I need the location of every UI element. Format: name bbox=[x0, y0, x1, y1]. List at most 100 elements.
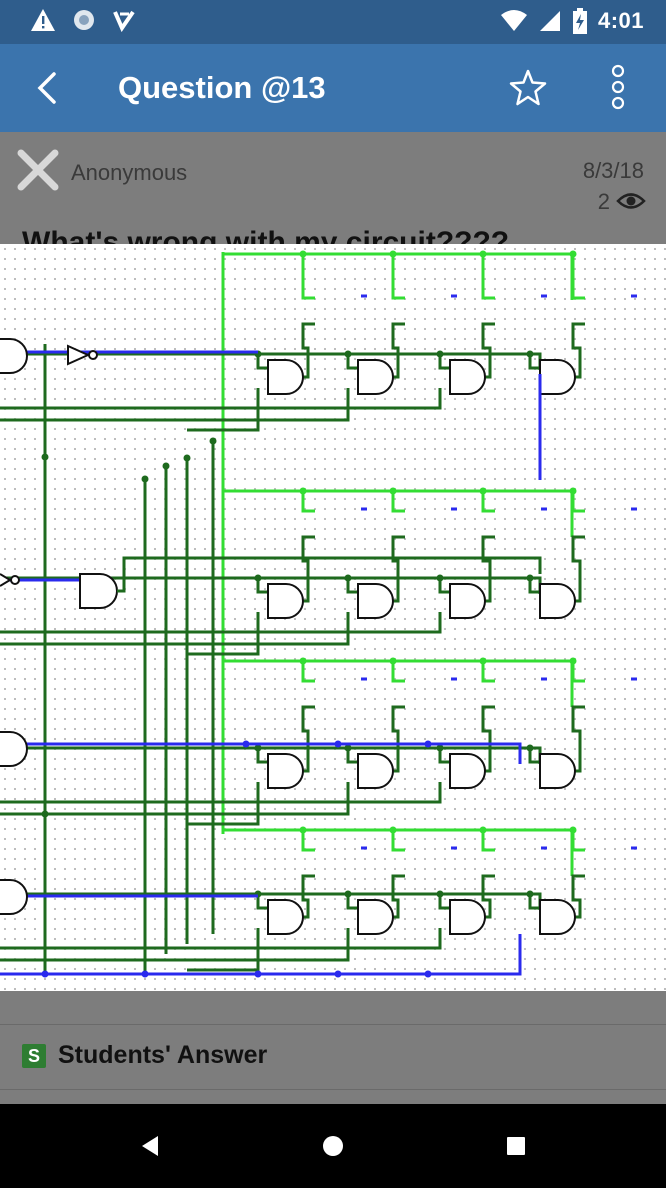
clock-wire bbox=[571, 491, 585, 513]
clock-wire bbox=[223, 659, 574, 707]
wire-junction bbox=[41, 810, 49, 818]
wire-junction bbox=[436, 744, 444, 752]
warning-icon bbox=[31, 9, 55, 31]
clock-wire bbox=[391, 491, 405, 513]
wire-junction bbox=[299, 250, 307, 258]
data-wire bbox=[571, 874, 585, 919]
wire-junction bbox=[526, 744, 534, 752]
data-wire bbox=[0, 928, 350, 962]
wifi-icon bbox=[500, 10, 527, 31]
wire-junction bbox=[389, 826, 397, 834]
wire-junction bbox=[162, 462, 170, 470]
data-wire bbox=[481, 535, 495, 603]
data-wire bbox=[391, 322, 405, 379]
wire-junction bbox=[436, 350, 444, 358]
wire-junction bbox=[344, 744, 352, 752]
circuit-image-viewer[interactable] bbox=[0, 244, 666, 991]
clock-wire bbox=[301, 254, 315, 300]
clock-wire bbox=[301, 661, 315, 683]
wire-junction bbox=[209, 437, 217, 445]
status-system-icons: 4:01 bbox=[500, 8, 644, 34]
data-wire bbox=[0, 388, 350, 422]
wire-junction bbox=[254, 970, 262, 978]
author-name: Anonymous bbox=[71, 160, 188, 185]
wire-junction bbox=[41, 453, 49, 461]
data-wire bbox=[0, 612, 442, 634]
and-gate bbox=[357, 583, 394, 619]
clock-wire bbox=[391, 830, 405, 852]
data-wire bbox=[438, 894, 450, 910]
wire-junction bbox=[436, 890, 444, 898]
not-gate-bubble bbox=[88, 350, 98, 360]
students-answer-section[interactable]: S Students' Answer bbox=[0, 1024, 666, 1090]
post-header: Anonymous 8/3/18 2 What's wrong with my … bbox=[0, 132, 666, 259]
data-wire bbox=[346, 748, 358, 764]
and-gate bbox=[449, 753, 486, 789]
wire-junction bbox=[344, 350, 352, 358]
and-gate bbox=[357, 753, 394, 789]
data-wire bbox=[528, 578, 540, 594]
wire-junction bbox=[299, 826, 307, 834]
data-wire bbox=[0, 928, 442, 950]
clock-wire bbox=[481, 830, 495, 852]
wire-junction bbox=[479, 657, 487, 665]
and-gate bbox=[539, 583, 576, 619]
clock-wire bbox=[571, 830, 585, 852]
wire-junction bbox=[334, 740, 342, 748]
star-icon bbox=[509, 69, 547, 106]
navigation-bar bbox=[0, 1104, 666, 1188]
check-notification-icon bbox=[113, 10, 135, 32]
data-wire bbox=[438, 748, 450, 764]
post-date: 8/3/18 bbox=[582, 158, 644, 183]
data-wire bbox=[0, 782, 442, 804]
favorite-button[interactable] bbox=[506, 66, 550, 110]
and-gate bbox=[267, 359, 304, 395]
status-bar: 4:01 bbox=[0, 0, 666, 44]
data-wire bbox=[528, 894, 540, 910]
wire-junction bbox=[526, 350, 534, 358]
data-wire bbox=[571, 705, 585, 773]
nav-recents-icon[interactable] bbox=[500, 1130, 532, 1162]
clock-wire bbox=[481, 491, 495, 513]
data-wire bbox=[438, 578, 450, 594]
data-wire bbox=[256, 578, 268, 594]
input-gate bbox=[0, 879, 28, 915]
signal-icon bbox=[539, 11, 560, 31]
wire-junction bbox=[254, 574, 262, 582]
clock-wire bbox=[481, 661, 495, 683]
data-wire bbox=[301, 874, 315, 919]
data-wire bbox=[187, 928, 260, 972]
clock-wire bbox=[223, 828, 574, 876]
wire-junction bbox=[526, 574, 534, 582]
clock-wire bbox=[301, 491, 315, 513]
wire-junction bbox=[569, 826, 577, 834]
and-gate bbox=[539, 899, 576, 935]
wire-junction bbox=[344, 574, 352, 582]
wire-junction bbox=[389, 487, 397, 495]
app-bar: Question @13 bbox=[0, 44, 666, 132]
data-wire bbox=[571, 322, 585, 379]
nav-home-icon[interactable] bbox=[317, 1130, 349, 1162]
clock-wire bbox=[391, 254, 405, 300]
clock-wire bbox=[223, 489, 574, 537]
not-gate bbox=[0, 573, 12, 587]
wire-junction bbox=[299, 487, 307, 495]
back-button[interactable] bbox=[28, 66, 72, 110]
wire-junction bbox=[569, 657, 577, 665]
and-gate bbox=[449, 583, 486, 619]
not-gate-bubble bbox=[10, 575, 20, 585]
and-gate bbox=[267, 753, 304, 789]
wire-junction bbox=[424, 740, 432, 748]
wire-junction bbox=[141, 970, 149, 978]
input-gate bbox=[0, 338, 28, 374]
wire-junction bbox=[569, 487, 577, 495]
wire-junction bbox=[344, 890, 352, 898]
clock-wire bbox=[223, 252, 574, 300]
more-options-button[interactable] bbox=[598, 62, 638, 112]
wire-junction bbox=[389, 250, 397, 258]
nav-back-icon[interactable] bbox=[134, 1130, 166, 1162]
wire-junction bbox=[389, 657, 397, 665]
wire-junction bbox=[254, 744, 262, 752]
wire-junction bbox=[479, 250, 487, 258]
status-notification-icons bbox=[30, 8, 136, 32]
